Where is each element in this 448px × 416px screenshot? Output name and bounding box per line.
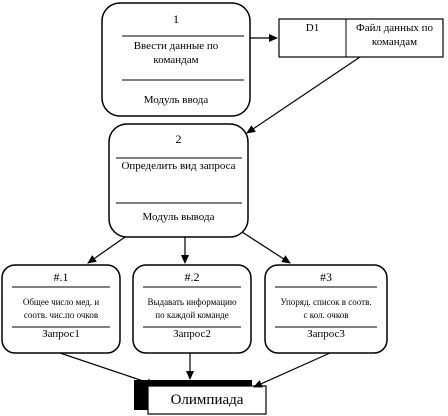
- arrow-q3-to-terminal: [253, 352, 331, 388]
- process-2-box: [108, 123, 249, 238]
- process-1-box: [101, 2, 251, 117]
- query-3-number: #3: [320, 270, 332, 284]
- datastore-text-line2: командам: [371, 36, 418, 48]
- query-2-text-line1: Выдавать информацию: [147, 297, 237, 307]
- query-2-footer: Запрос2: [173, 328, 211, 340]
- query-2-box: [132, 264, 252, 354]
- query-3-box: [264, 264, 388, 354]
- query-3-text-line1: Упоряд. список в соотв.: [280, 297, 372, 307]
- process-2-number: 2: [175, 132, 182, 146]
- arrow-p2-to-q3: [241, 231, 291, 264]
- flow-arrows: [59, 34, 361, 388]
- process-1-footer: Модуль ввода: [143, 94, 209, 106]
- process-2-footer: Модуль вывода: [142, 211, 215, 223]
- query-3-text-line2: с кол. очков: [303, 310, 349, 320]
- process-2-text: Определить вид запроса: [121, 160, 236, 172]
- query-2-number: #.2: [184, 270, 200, 284]
- datastore-text-line1: Файл данных по: [356, 22, 433, 34]
- datastore-d1-box: [278, 18, 444, 58]
- query-1-text-line1: Общее число мед. и: [22, 297, 100, 307]
- terminal-label: Олимпиада: [170, 392, 244, 408]
- process-1-text-line1: Ввести данные по: [133, 40, 219, 52]
- arrow-p2-to-q1: [87, 236, 126, 264]
- query-1-footer: Запрос1: [42, 328, 80, 340]
- query-3-footer: Запрос3: [307, 328, 345, 340]
- query-1-text-line2: соотв. чис.по очков: [23, 310, 99, 320]
- query-1-number: #.1: [53, 270, 69, 284]
- process-1-text-line2: командам: [153, 54, 199, 66]
- query-2-text-line2: по каждой команде: [155, 310, 229, 320]
- arrow-d1-to-p2: [246, 56, 361, 134]
- datastore-id: D1: [305, 22, 320, 34]
- arrow-q1-to-terminal: [59, 352, 156, 387]
- process-1-number: 1: [173, 12, 179, 26]
